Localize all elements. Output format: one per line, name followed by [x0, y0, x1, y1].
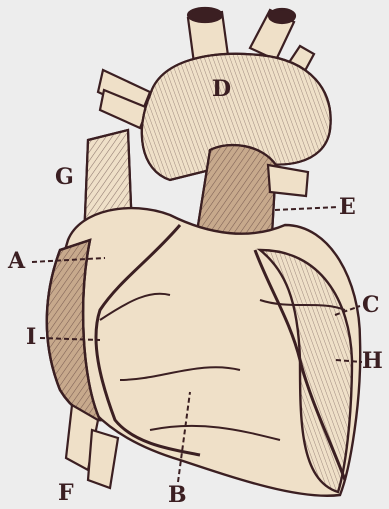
label-h: H — [362, 350, 383, 372]
label-f: F — [58, 482, 74, 504]
label-i: I — [26, 326, 36, 348]
label-d: D — [212, 78, 231, 100]
label-c: C — [362, 294, 380, 316]
label-e: E — [339, 196, 356, 218]
label-g: G — [55, 166, 74, 188]
label-b: B — [168, 484, 187, 506]
label-a: A — [8, 250, 25, 272]
